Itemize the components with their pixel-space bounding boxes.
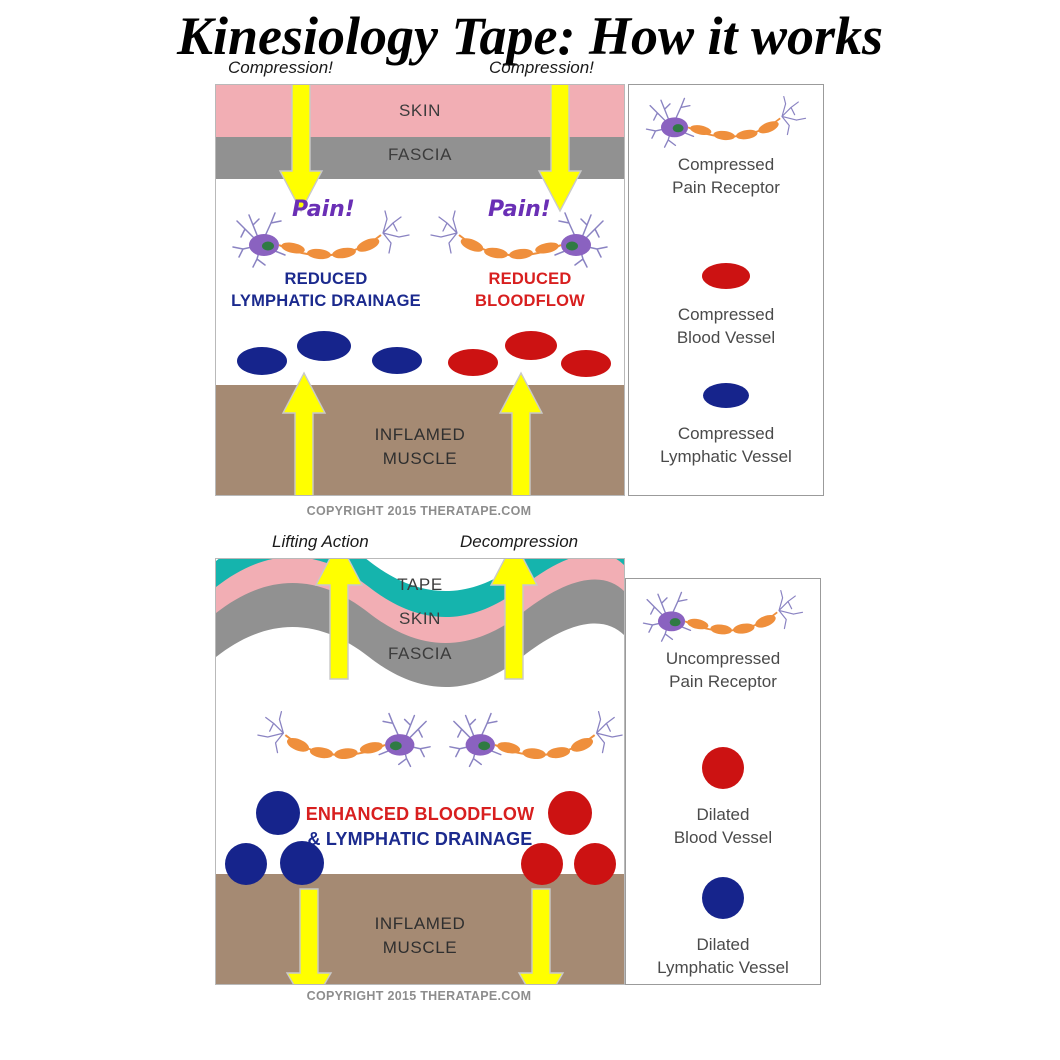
bottom-lymphatic-vessel: [225, 843, 267, 885]
top-diagram-box: SKIN FASCIA INFLAMED MUSCLE: [215, 84, 625, 496]
bottom-layer-fascia: [216, 577, 624, 687]
bottom-statement-line1: ENHANCED BLOODFLOW: [305, 804, 535, 824]
top-statement-blood-line1: REDUCED: [488, 270, 572, 288]
bottom-layer-muscle-label-line2: MUSCLE: [382, 938, 458, 957]
top-arrow-up-left: [281, 371, 327, 495]
top-layer-fascia-label: FASCIA: [387, 145, 453, 164]
top-legend-label-line1: Compressed: [677, 305, 775, 324]
top-pain-label-left: Pain!: [292, 197, 355, 222]
bottom-legend-blood-swatch: [702, 747, 744, 789]
bottom-arrow-down-right: [517, 888, 565, 984]
bottom-copyright: COPYRIGHT 2015 THERATAPE.COM: [306, 989, 532, 1003]
top-lymphatic-vessel: [237, 347, 287, 375]
top-layer-skin-label: SKIN: [398, 101, 442, 120]
top-copyright: COPYRIGHT 2015 THERATAPE.COM: [306, 504, 532, 518]
top-legend-blood-swatch: [702, 263, 750, 289]
top-blood-vessel: [448, 349, 498, 376]
top-legend-item-pain-receptor: Compressed Pain Receptor: [629, 153, 823, 199]
top-neuron-left: [231, 207, 411, 269]
top-legend-label-line1: Compressed: [677, 424, 775, 443]
bottom-statement-line2: & LYMPHATIC DRAINAGE: [307, 829, 533, 849]
bottom-legend-label-line1: Uncompressed: [665, 649, 781, 668]
top-callout-right: Compression!: [489, 58, 594, 77]
top-legend-label-line2: Pain Receptor: [672, 178, 780, 197]
bottom-blood-vessel: [521, 843, 563, 885]
bottom-neuron-left: [256, 707, 432, 769]
top-arrow-down-right: [537, 85, 583, 213]
top-lymphatic-vessel: [297, 331, 351, 361]
bottom-legend-item-pain-receptor: Uncompressed Pain Receptor: [626, 647, 820, 693]
top-layer-muscle-label-line1: INFLAMED: [374, 425, 466, 444]
top-lymphatic-vessel: [372, 347, 422, 374]
bottom-blood-vessel: [574, 843, 616, 885]
top-blood-vessel: [561, 350, 611, 377]
bottom-legend-box: Uncompressed Pain Receptor Dilated Blood…: [625, 578, 821, 985]
top-arrow-up-right: [498, 371, 544, 495]
bottom-blood-vessel: [548, 791, 592, 835]
bottom-legend-label-line1: Dilated: [696, 805, 750, 824]
top-pain-label-right: Pain!: [488, 197, 551, 222]
top-statement-lymph-line2: LYMPHATIC DRAINAGE: [231, 292, 421, 310]
top-legend-label-line2: Blood Vessel: [676, 328, 776, 347]
page-title: Kinesiology Tape: How it works: [176, 6, 884, 66]
bottom-layer-tape-label: TAPE: [397, 575, 443, 594]
top-legend-lymph-swatch: [703, 383, 749, 408]
bottom-diagram-box: TAPE SKIN FASCIA INFLAMED MUSCLE: [215, 558, 625, 985]
bottom-lymphatic-vessel: [256, 791, 300, 835]
top-legend-box: Compressed Pain Receptor Compressed Bloo…: [628, 84, 824, 496]
bottom-arrow-up-right: [489, 559, 539, 680]
top-blood-vessel: [505, 331, 557, 360]
bottom-arrow-up-left: [314, 559, 364, 680]
top-figure: Compression! Compression! SKIN FASCIA IN…: [215, 58, 824, 518]
bottom-legend-lymph-swatch: [702, 877, 744, 919]
bottom-arrow-down-left: [285, 888, 333, 984]
top-legend-item-blood-vessel: Compressed Blood Vessel: [629, 263, 823, 349]
bottom-legend-item-blood-vessel: Dilated Blood Vessel: [626, 747, 820, 849]
top-neuron-right: [429, 207, 609, 269]
top-legend-item-lymphatic-vessel: Compressed Lymphatic Vessel: [629, 383, 823, 468]
bottom-legend-label-line2: Pain Receptor: [669, 672, 777, 691]
bottom-layer-skin-label: SKIN: [398, 609, 442, 628]
bottom-figure: Lifting Action Decompression TAPE SKIN F…: [0, 530, 1060, 1060]
top-layer-muscle-label-line2: MUSCLE: [382, 449, 458, 468]
top-layer-muscle: [216, 385, 624, 495]
top-legend-label-line1: Compressed: [677, 155, 775, 174]
bottom-legend-label-line1: Dilated: [696, 935, 750, 954]
bottom-legend-label-line2: Lymphatic Vessel: [657, 958, 789, 977]
bottom-legend-label-line2: Blood Vessel: [673, 828, 773, 847]
bottom-lymphatic-vessel: [280, 841, 324, 885]
top-statement-lymph-line1: REDUCED: [284, 270, 368, 288]
bottom-layer-fascia-label: FASCIA: [387, 644, 453, 663]
bottom-callout-left: Lifting Action: [272, 532, 369, 551]
top-legend-label-line2: Lymphatic Vessel: [660, 447, 792, 466]
bottom-legend-neuron-icon: [632, 587, 814, 643]
top-callout-left: Compression!: [228, 58, 333, 77]
bottom-callout-right: Decompression: [460, 532, 579, 551]
top-layer-interstitial: [216, 179, 624, 385]
bottom-layer-muscle: [216, 874, 624, 984]
top-legend-neuron-icon: [635, 93, 817, 149]
bottom-neuron-right: [448, 707, 624, 769]
top-arrow-down-left: [278, 85, 324, 213]
top-statement-blood-line2: BLOODFLOW: [475, 292, 585, 310]
bottom-layer-muscle-label-line1: INFLAMED: [374, 914, 466, 933]
bottom-legend-item-lymphatic-vessel: Dilated Lymphatic Vessel: [626, 877, 820, 979]
